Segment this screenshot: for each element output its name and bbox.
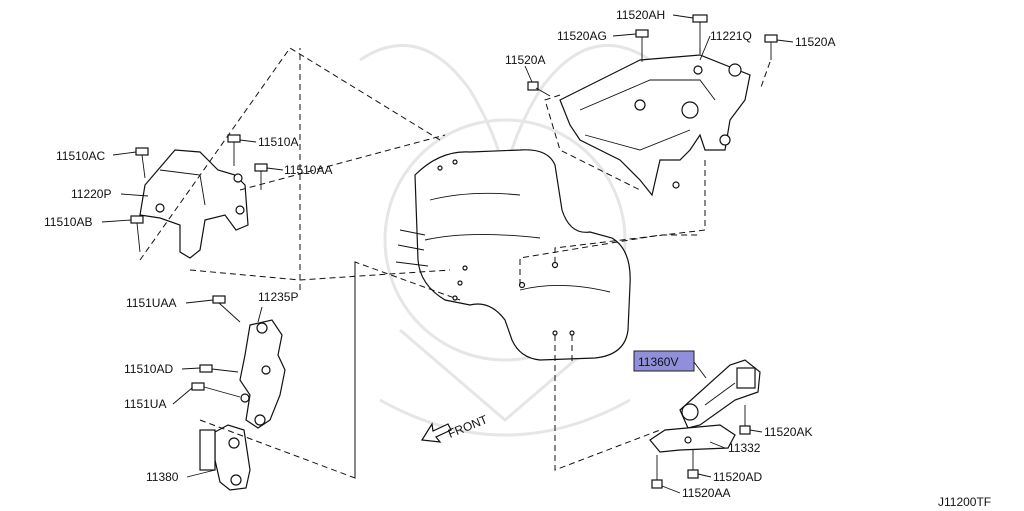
bolt-11520a-top	[764, 34, 778, 60]
label-11520a-top: 11520A	[795, 35, 835, 49]
front-label: FRONT	[446, 412, 490, 441]
bolt-11510ad	[199, 364, 239, 373]
bolt-11510ab	[130, 215, 144, 253]
front-arrow-icon	[420, 422, 452, 443]
label-11220p: 11220P	[71, 187, 111, 201]
label-11235p: 11235P	[258, 290, 298, 304]
label-11510a: 11510A	[258, 135, 298, 149]
label-11520ag: 11520AG	[557, 29, 607, 43]
mount-bracket-11220p	[139, 149, 249, 259]
label-11360v: 11360V	[638, 355, 678, 369]
label-11510ad: 11510AD	[124, 362, 173, 376]
bolt-11520ad	[687, 450, 699, 479]
label-11332: 11332	[728, 441, 761, 455]
leader-lines	[101, 14, 794, 494]
label-11510ac: 11510AC	[56, 149, 105, 163]
mount-bracket-11235p	[239, 319, 286, 429]
bolt-11520aa	[651, 455, 663, 489]
assembly-dashed-lines	[139, 47, 771, 479]
label-1151uaa: 1151UAA	[126, 296, 176, 310]
label-11520ak: 11520AK	[764, 425, 813, 439]
engine-block	[395, 149, 631, 361]
label-1151ua: 1151UA	[124, 397, 166, 411]
bolt-11510aa	[254, 163, 268, 190]
label-11380: 11380	[146, 470, 179, 484]
label-11520ah: 11520AH	[616, 8, 665, 22]
highlight-box-11360v	[633, 350, 695, 372]
bracket-11332	[649, 424, 736, 453]
bolt-11520ag	[635, 29, 649, 62]
label-11510ab: 11510AB	[44, 215, 93, 229]
bolt-11510a	[227, 134, 241, 166]
label-11510aa: 11510AA	[284, 163, 333, 177]
bolt-11520a-left	[527, 81, 551, 97]
label-11520a-left: 11520A	[505, 53, 545, 67]
mount-bracket-11221q	[559, 54, 751, 197]
label-11520ad: 11520AD	[713, 470, 762, 484]
bolt-1151uaa	[212, 295, 241, 323]
insulator-11380	[199, 424, 251, 491]
bolt-11520ah	[692, 14, 708, 48]
bolt-11510ac	[135, 147, 149, 179]
diagram-code: J11200TF	[938, 495, 991, 509]
label-11221q: 11221Q	[710, 29, 752, 43]
bolt-11520ak	[739, 405, 751, 435]
label-11520aa: 11520AA	[682, 486, 731, 500]
bolt-1151ua	[191, 382, 241, 398]
